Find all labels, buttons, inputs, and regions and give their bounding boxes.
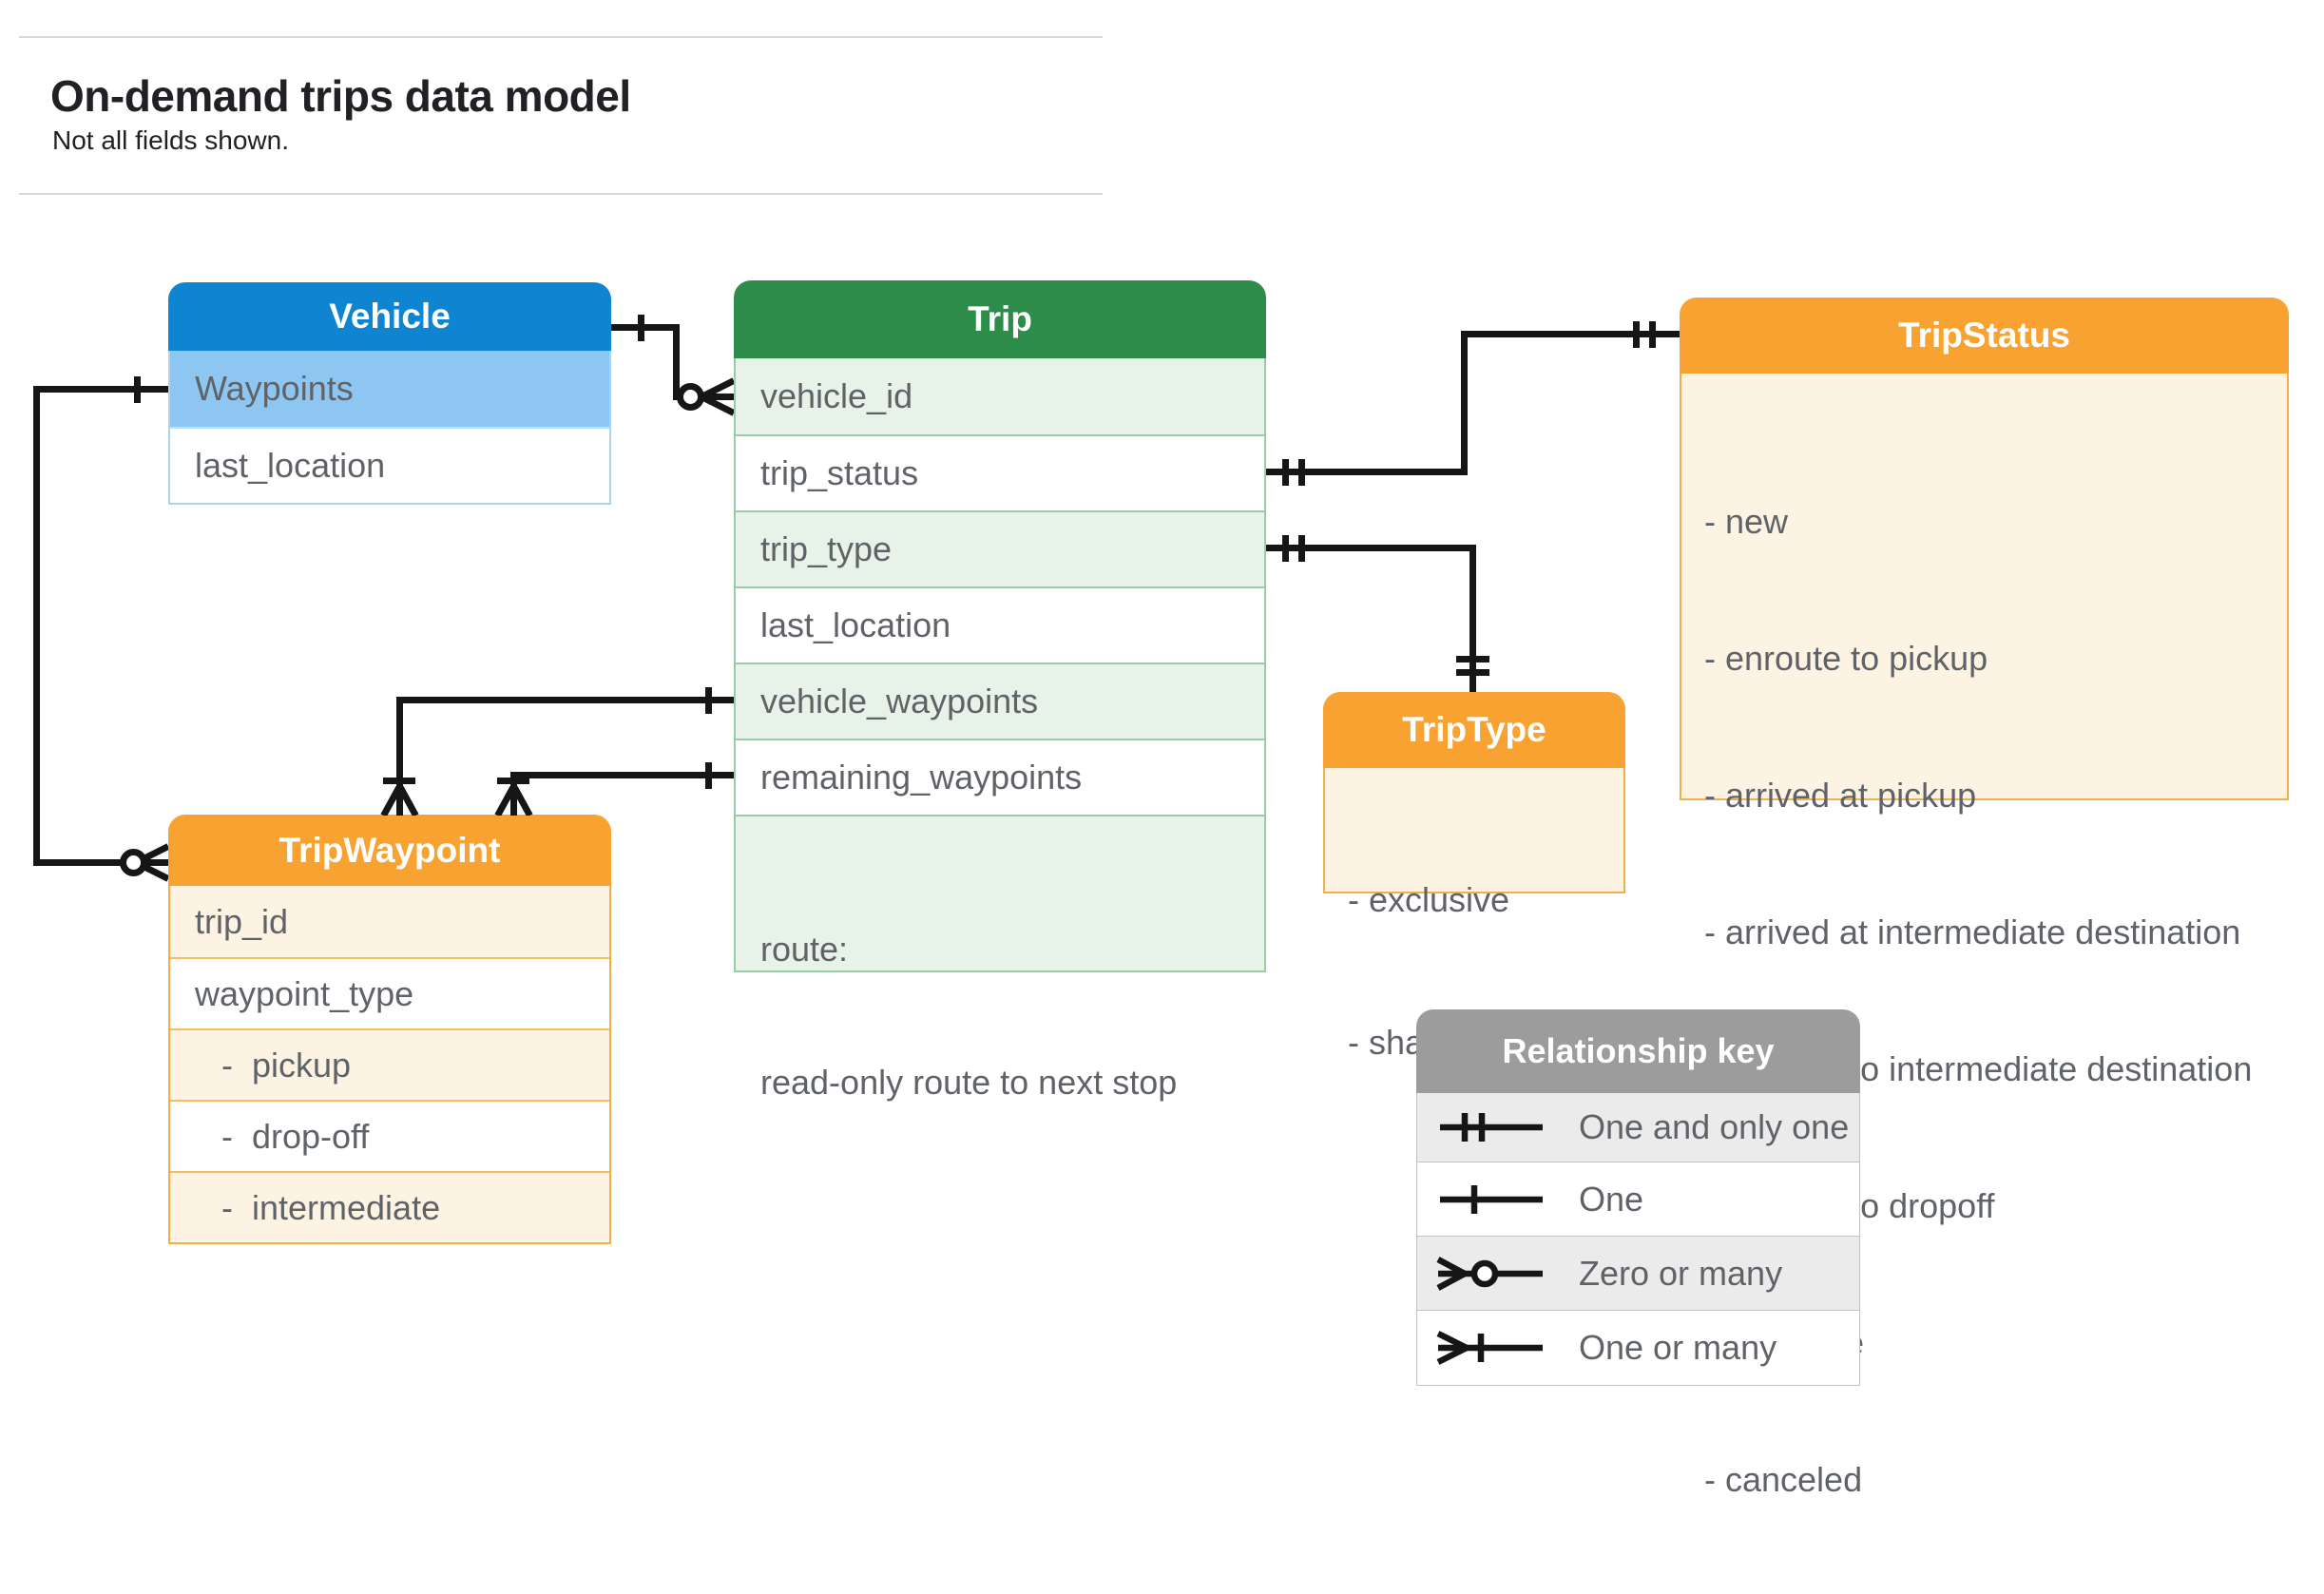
one-and-only-one-marker <box>1456 656 1489 663</box>
vehicle-row-last-location: last_location <box>170 427 609 503</box>
connector-line <box>396 697 734 703</box>
zero-or-many-icon <box>1436 1256 1543 1291</box>
legend-row-one: One <box>1417 1162 1859 1236</box>
trip-row-remaining-waypoints: remaining_waypoints <box>736 739 1264 815</box>
trip-entity-header: Trip <box>734 280 1266 358</box>
trip-row-last-location: last_location <box>736 586 1264 663</box>
connector-line <box>1266 545 1476 551</box>
one-and-only-one-marker <box>1282 459 1289 486</box>
trip-waypoint-row-trip-id: trip_id <box>170 886 609 957</box>
connector-line <box>1266 469 1468 475</box>
one-marker <box>497 778 529 784</box>
connector-line <box>33 386 168 393</box>
relationship-key: Relationship key One and only one One <box>1416 1009 1860 1386</box>
legend-label: Zero or many <box>1579 1253 1783 1293</box>
connector-line <box>396 697 403 789</box>
trip-status-entity: TripStatus - new - enroute to pickup - a… <box>1680 298 2289 1499</box>
connector-line <box>1461 331 1468 475</box>
trip-type-entity-header: TripType <box>1323 692 1625 768</box>
one-marker <box>134 376 141 403</box>
trip-status-value: - new <box>1704 502 1789 541</box>
connector-line <box>1461 331 1680 337</box>
legend-row-zero-or-many: Zero or many <box>1417 1236 1859 1310</box>
legend-label: One or many <box>1579 1328 1777 1367</box>
top-divider <box>19 36 1103 38</box>
connector-line <box>510 772 734 778</box>
trip-row-trip-type: trip_type <box>736 510 1264 586</box>
legend-label: One and only one <box>1579 1107 1850 1146</box>
connector-line <box>1469 545 1476 692</box>
one-and-only-one-marker <box>1633 321 1640 348</box>
trip-route-label: route: <box>760 930 849 969</box>
heading-divider <box>19 193 1103 195</box>
relationship-key-body: One and only one One Zero or many <box>1416 1093 1860 1386</box>
many-marker <box>494 786 533 816</box>
trip-waypoint-value-drop-off: - drop-off <box>170 1100 609 1171</box>
page-title: On-demand trips data model <box>50 71 631 121</box>
trip-status-value: - arrived at intermediate destination <box>1704 912 2241 951</box>
trip-row-trip-status: trip_status <box>736 434 1264 510</box>
trip-row-route: route: read-only route to next stop <box>736 815 1264 1102</box>
trip-row-vehicle-id: vehicle_id <box>736 358 1264 434</box>
trip-type-value: - exclusive <box>1348 880 1510 919</box>
vehicle-entity-body: Waypoints last_location <box>168 351 611 505</box>
trip-row-vehicle-waypoints: vehicle_waypoints <box>736 663 1264 739</box>
one-and-only-one-icon <box>1440 1113 1543 1142</box>
trip-type-entity-body: - exclusive - shared <box>1323 768 1625 1062</box>
trip-status-value: - arrived at pickup <box>1704 776 1977 815</box>
one-marker <box>383 778 415 784</box>
trip-entity-body: vehicle_id trip_status trip_type last_lo… <box>734 358 1266 1102</box>
legend-label: One <box>1579 1179 1644 1219</box>
connector-line <box>611 324 680 331</box>
trip-waypoint-entity: TripWaypoint trip_id waypoint_type - pic… <box>168 815 611 1244</box>
one-and-only-one-marker <box>1298 459 1305 486</box>
zero-or-many-marker <box>701 377 734 416</box>
trip-waypoint-entity-header: TripWaypoint <box>168 815 611 886</box>
vehicle-row-waypoints: Waypoints <box>170 351 609 427</box>
trip-waypoint-entity-body: trip_id waypoint_type - pickup - drop-of… <box>168 886 611 1244</box>
trip-waypoint-value-intermediate: - intermediate <box>170 1171 609 1242</box>
trip-type-entity: TripType - exclusive - shared <box>1323 692 1625 1062</box>
trip-waypoint-value-pickup: - pickup <box>170 1028 609 1100</box>
one-icon <box>1440 1184 1543 1214</box>
one-marker <box>705 762 712 789</box>
one-and-only-one-marker <box>1649 321 1656 348</box>
one-or-many-icon <box>1436 1331 1543 1365</box>
page-subtitle: Not all fields shown. <box>52 125 290 155</box>
trip-route-description: read-only route to next stop <box>760 1063 1178 1102</box>
vehicle-entity: Vehicle Waypoints last_location <box>168 282 611 505</box>
trip-status-entity-body: - new - enroute to pickup - arrived at p… <box>1680 374 2289 1499</box>
one-marker <box>638 315 644 341</box>
trip-status-value: - canceled <box>1704 1460 1863 1499</box>
zero-marker-ring <box>677 383 704 411</box>
connector-line <box>673 324 680 400</box>
trip-status-value: - enroute to pickup <box>1704 639 1988 678</box>
one-and-only-one-marker <box>1282 535 1289 562</box>
trip-waypoint-row-waypoint-type: waypoint_type <box>170 957 609 1028</box>
legend-row-one-and-only-one: One and only one <box>1417 1093 1859 1162</box>
trip-status-entity-header: TripStatus <box>1680 298 2289 374</box>
zero-marker-ring <box>120 849 147 876</box>
one-marker <box>705 687 712 714</box>
legend-row-one-or-many: One or many <box>1417 1310 1859 1385</box>
many-marker <box>380 786 419 816</box>
trip-entity: Trip vehicle_id trip_status trip_type la… <box>734 280 1266 1102</box>
connector-line <box>33 386 40 866</box>
one-and-only-one-marker <box>1456 669 1489 676</box>
vehicle-entity-header: Vehicle <box>168 282 611 351</box>
relationship-key-header: Relationship key <box>1416 1009 1860 1093</box>
connector-line <box>33 859 168 866</box>
one-and-only-one-marker <box>1298 535 1305 562</box>
